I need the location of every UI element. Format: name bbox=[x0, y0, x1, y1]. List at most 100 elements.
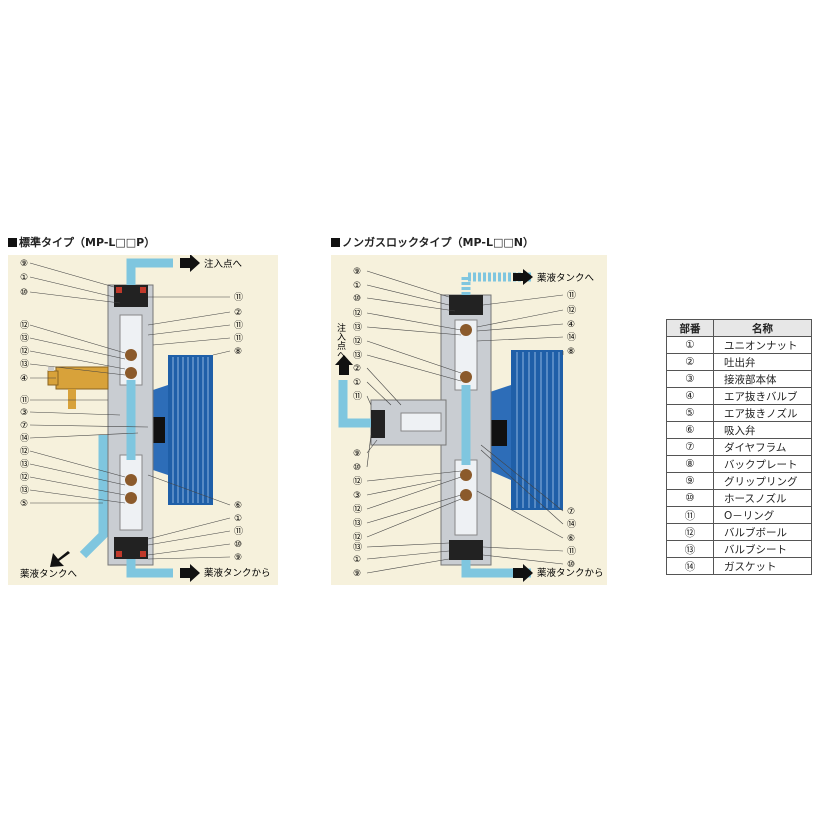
part-name: バックプレート bbox=[713, 455, 812, 473]
callout: ⑬ bbox=[20, 459, 29, 470]
part-number: ⑬ bbox=[666, 540, 714, 558]
callout: ⑩ bbox=[234, 540, 242, 550]
callout: ⑬ bbox=[20, 485, 29, 496]
inlet-label: 薬液タンクから bbox=[537, 567, 604, 579]
part-number: ① bbox=[666, 336, 714, 354]
callout: ⑦ bbox=[20, 421, 28, 431]
callout: ⑫ bbox=[20, 472, 29, 483]
callout: ⑬ bbox=[353, 350, 362, 361]
tubing bbox=[338, 272, 531, 578]
callout: ⑫ bbox=[567, 305, 576, 316]
callout: ⑬ bbox=[353, 542, 362, 553]
callout: ⑪ bbox=[234, 333, 243, 344]
callout: ⑪ bbox=[20, 395, 29, 406]
outlet-label: 薬液タンクへ bbox=[537, 272, 595, 284]
callout: ⑭ bbox=[567, 519, 576, 530]
callout: ⑨ bbox=[353, 569, 361, 579]
callout: ⑪ bbox=[234, 526, 243, 537]
inlet-label: 薬液タンクから bbox=[204, 567, 271, 579]
callout: ⑬ bbox=[353, 518, 362, 529]
callout: ⑫ bbox=[20, 346, 29, 357]
callout: ⑬ bbox=[20, 333, 29, 344]
part-number: ⑥ bbox=[666, 421, 714, 439]
flow-arrows bbox=[50, 255, 200, 582]
callout: ⑬ bbox=[20, 359, 29, 370]
part-number: ⑭ bbox=[666, 557, 714, 575]
right-pump-diagram: 薬液タンクへ 薬液タンクから 注入点へ ⑨ ① ⑩ ⑫ ⑬ ⑫ ⑬ ② ① ⑪ … bbox=[331, 255, 607, 585]
callout: ⑬ bbox=[353, 322, 362, 333]
header-part-name: 名称 bbox=[713, 319, 812, 337]
part-name: グリップリング bbox=[713, 472, 812, 490]
callout: ⑭ bbox=[20, 433, 29, 444]
part-name: ダイヤフラム bbox=[713, 438, 812, 456]
callout: ⑪ bbox=[567, 546, 576, 557]
tubing bbox=[79, 258, 173, 578]
part-name: エア抜きバルブ bbox=[713, 387, 812, 405]
pump-body bbox=[370, 294, 492, 566]
callout: ⑩ bbox=[20, 288, 28, 298]
callout: ⑫ bbox=[353, 532, 362, 543]
callout: ⑪ bbox=[353, 391, 362, 402]
part-name: 吐出弁 bbox=[713, 353, 812, 371]
left-panel-title: 標準タイプ（MP-L□□P） bbox=[8, 234, 155, 250]
callout: ⑥ bbox=[567, 534, 575, 544]
callout: ① bbox=[353, 555, 361, 565]
part-name: ユニオンナット bbox=[713, 336, 812, 354]
callout: ⑤ bbox=[20, 499, 28, 509]
left-pump-diagram: 注入点へ 薬液タンクから 薬液タンクへ ⑨ ① ⑩ ⑫ ⑬ ⑫ ⑬ ④ ⑪ ③ … bbox=[8, 255, 278, 585]
callout: ⑨ bbox=[353, 267, 361, 277]
part-number: ⑨ bbox=[666, 472, 714, 490]
part-number: ⑪ bbox=[666, 506, 714, 524]
part-name: 吸入弁 bbox=[713, 421, 812, 439]
part-number: ⑧ bbox=[666, 455, 714, 473]
left-callouts: ⑨ ① ⑩ ⑫ ⑬ ⑫ ⑬ ④ ⑪ ③ ⑦ ⑭ ⑫ ⑬ ⑫ ⑬ ⑤ bbox=[20, 259, 29, 509]
callout: ⑫ bbox=[353, 308, 362, 319]
callout: ⑭ bbox=[567, 332, 576, 343]
callout: ③ bbox=[353, 491, 361, 501]
part-number: ② bbox=[666, 353, 714, 371]
callout: ④ bbox=[567, 320, 575, 330]
callout: ④ bbox=[20, 374, 28, 384]
outlet-label: 注入点へ bbox=[204, 258, 243, 270]
callout: ⑨ bbox=[353, 449, 361, 459]
right-panel-title: ノンガスロックタイプ（MP-L□□N） bbox=[331, 234, 534, 250]
part-number: ⑫ bbox=[666, 523, 714, 541]
callout: ⑫ bbox=[20, 320, 29, 331]
callout: ⑧ bbox=[567, 347, 575, 357]
callout: ⑦ bbox=[567, 507, 575, 517]
part-name: ガスケット bbox=[713, 557, 812, 575]
part-number: ③ bbox=[666, 370, 714, 388]
callout: ① bbox=[234, 514, 242, 524]
callout: ③ bbox=[20, 408, 28, 418]
right-callouts-left: ⑨ ① ⑩ ⑫ ⑬ ⑫ ⑬ ② ① ⑪ ⑨ ⑩ ⑫ ③ ⑫ ⑬ ⑫ ⑬ ① ⑨ bbox=[353, 267, 362, 579]
callout: ⑪ bbox=[234, 320, 243, 331]
callout: ① bbox=[353, 281, 361, 291]
callout: ⑫ bbox=[353, 504, 362, 515]
part-name: バルブシート bbox=[713, 540, 812, 558]
callout: ⑪ bbox=[567, 290, 576, 301]
callout: ⑨ bbox=[20, 259, 28, 269]
callout: ⑫ bbox=[353, 476, 362, 487]
left-callouts-right: ⑪ ② ⑪ ⑪ ⑧ ⑥ ① ⑪ ⑩ ⑨ bbox=[234, 292, 243, 563]
callout: ⑪ bbox=[234, 292, 243, 303]
back-plate bbox=[138, 355, 213, 505]
part-number: ⑦ bbox=[666, 438, 714, 456]
part-name: ホースノズル bbox=[713, 489, 812, 507]
parts-table-header: 部番 名称 bbox=[666, 319, 812, 337]
callout: ① bbox=[353, 378, 361, 388]
vertical-label: 注入点へ bbox=[335, 322, 346, 359]
part-name: エア抜きノズル bbox=[713, 404, 812, 422]
